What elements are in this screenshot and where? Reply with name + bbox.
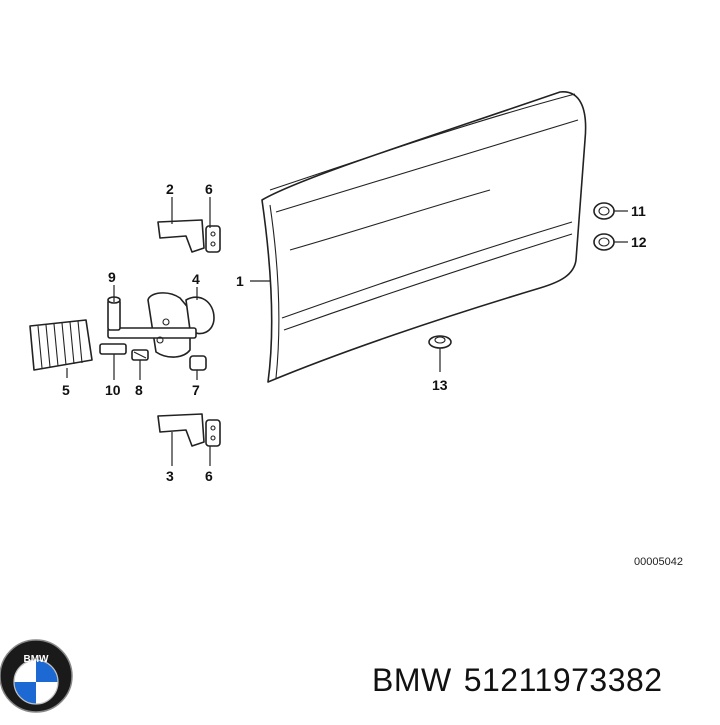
upper-hinge xyxy=(157,219,221,253)
callout-12: 12 xyxy=(631,234,647,250)
screw xyxy=(131,349,149,361)
callout-6-top: 6 xyxy=(205,181,213,197)
callout-9: 9 xyxy=(108,269,116,285)
door-panel xyxy=(261,91,587,383)
leader-lines xyxy=(66,197,628,466)
bmw-logo: BMW xyxy=(0,639,73,713)
callout-3: 3 xyxy=(166,468,174,484)
brand-part-line: BMW 51211973382 xyxy=(372,662,663,699)
callout-4: 4 xyxy=(192,271,200,287)
callout-5: 5 xyxy=(62,382,70,398)
door-check xyxy=(107,292,215,358)
callout-8: 8 xyxy=(135,382,143,398)
bolt-pin xyxy=(99,296,127,355)
callout-11: 11 xyxy=(631,203,646,219)
callout-13: 13 xyxy=(432,377,448,393)
callout-2: 2 xyxy=(166,181,174,197)
callout-6-bottom: 6 xyxy=(205,468,213,484)
callout-10: 10 xyxy=(105,382,121,398)
grommet-12 xyxy=(593,233,615,251)
callout-7: 7 xyxy=(192,382,200,398)
rubber-boot xyxy=(29,319,93,371)
bmw-logo-letters: BMW xyxy=(24,654,50,665)
lower-hinge xyxy=(157,413,221,447)
diagram-code: 00005042 xyxy=(634,556,683,568)
plug-13 xyxy=(428,335,452,349)
part-number: 51211973382 xyxy=(463,662,663,698)
grommet-11 xyxy=(593,202,615,220)
brand-name: BMW xyxy=(372,662,452,698)
nut xyxy=(189,355,207,371)
callout-1: 1 xyxy=(236,273,244,289)
